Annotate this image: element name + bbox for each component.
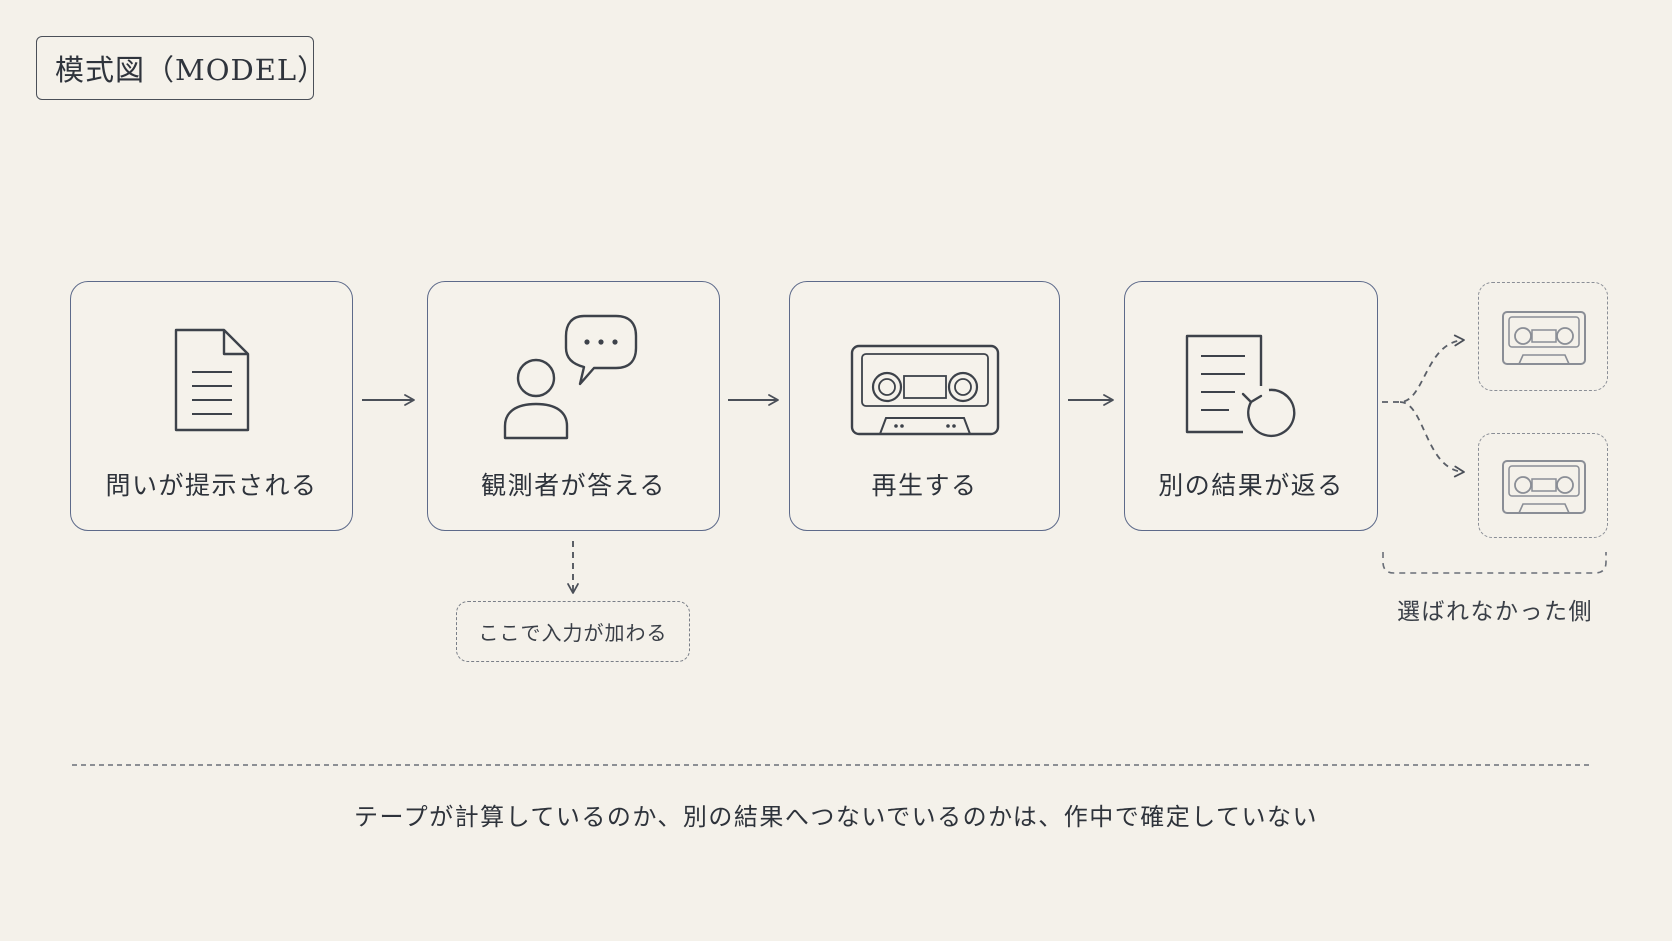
branch-line-lower: [1399, 401, 1465, 478]
stage-label: 問いが提示される: [105, 471, 318, 500]
diagram-title: 模式図（MODEL）: [36, 36, 326, 100]
stage-question-presented: 問いが提示される: [70, 281, 353, 531]
input-note: ここで入力が加わる: [456, 601, 690, 662]
document-refresh-icon: [1185, 334, 1296, 438]
stage-playback: 再生する: [789, 281, 1060, 531]
stage-label: 観測者が答える: [481, 471, 666, 500]
stage-different-result: 別の結果が返る: [1124, 281, 1378, 531]
document-icon: [174, 328, 250, 432]
branch-line-upper: [1382, 334, 1465, 403]
stage-label: 再生する: [871, 471, 978, 500]
cassette-tape-icon: [850, 344, 1000, 436]
alternative-box-1: [1478, 282, 1608, 391]
stage-label: 別の結果が返る: [1158, 471, 1344, 500]
person-speech-icon: [503, 314, 638, 440]
alternative-box-2: [1478, 433, 1608, 538]
cassette-tape-icon: [1502, 311, 1586, 365]
stage-observer-answers: 観測者が答える: [427, 281, 720, 531]
unchosen-bracket: [1382, 552, 1607, 574]
cassette-tape-icon: [1502, 460, 1586, 514]
unchosen-side-label: 選ばれなかった側: [1397, 599, 1593, 625]
bottom-caption: テープが計算しているのか、別の結果へつないでいるのかは、作中で確定していない: [354, 803, 1318, 831]
